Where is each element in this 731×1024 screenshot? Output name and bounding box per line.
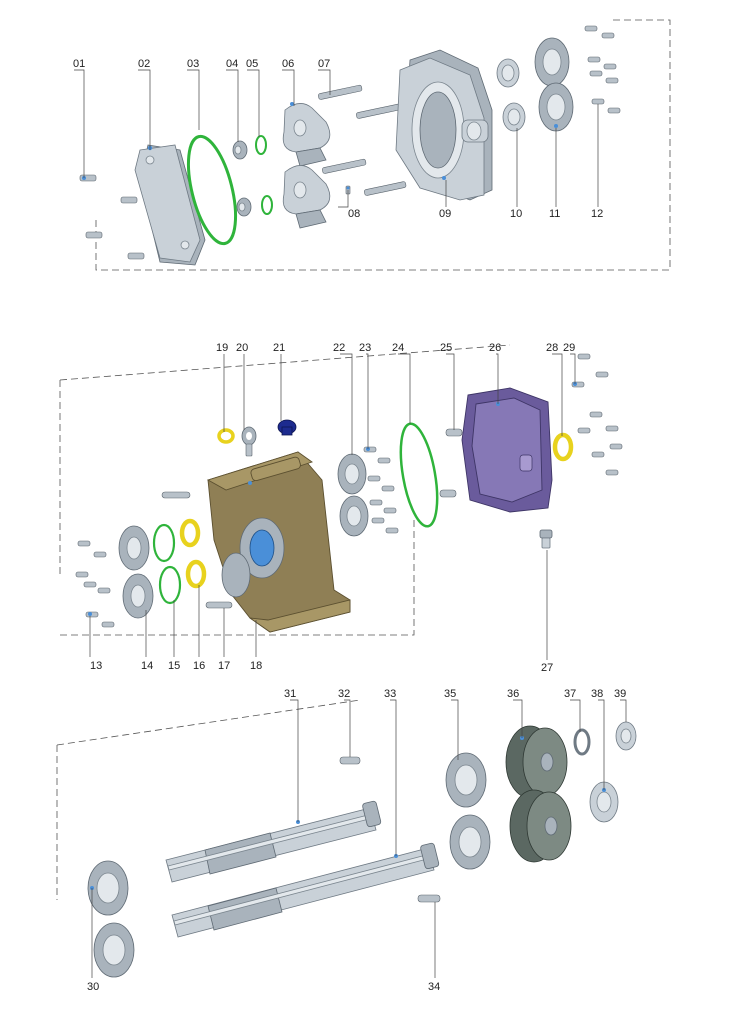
label-33: 33 [384, 688, 396, 700]
label-31: 31 [284, 688, 296, 700]
label-16: 16 [193, 660, 205, 672]
shaft-gear-group [87, 721, 637, 978]
callout-labels: 01 02 03 04 05 06 07 08 09 10 11 12 13 1… [73, 58, 626, 993]
part-20-lifting-eye [241, 426, 257, 457]
part-06-rotors [282, 102, 331, 229]
part-39-shaft-nut [615, 721, 637, 751]
part-07-long-bolts [318, 84, 407, 196]
label-38: 38 [591, 688, 603, 700]
part-09-pump-body [395, 49, 493, 201]
gearbox-group [75, 353, 623, 633]
label-07: 07 [318, 58, 330, 70]
label-09: 09 [439, 208, 451, 220]
part-11-bearing-flanges [534, 37, 574, 132]
label-26: 26 [489, 342, 501, 354]
assembly-guide-lines [56, 19, 671, 900]
label-15: 15 [168, 660, 180, 672]
part-25-locating-pins [439, 428, 463, 498]
label-35: 35 [444, 688, 456, 700]
label-25: 25 [440, 342, 452, 354]
label-22: 22 [333, 342, 345, 354]
label-21: 21 [273, 342, 285, 354]
label-18: 18 [250, 660, 262, 672]
label-14: 14 [141, 660, 153, 672]
part-19-seal-washer [217, 428, 235, 444]
label-37: 37 [564, 688, 576, 700]
label-36: 36 [507, 688, 519, 700]
part-28-cover-seal [552, 432, 574, 462]
label-04: 04 [226, 58, 238, 70]
part-36-timing-gears [505, 725, 572, 863]
label-02: 02 [138, 58, 150, 70]
label-05: 05 [246, 58, 258, 70]
part-01-cover-bolts [79, 174, 145, 260]
part-38-lock-nut [589, 781, 619, 823]
label-06: 06 [282, 58, 294, 70]
part-24-cover-o-ring [399, 422, 439, 528]
part-18-gearbox-housing [206, 451, 351, 633]
part-13-bolts [75, 540, 115, 628]
part-26-rear-cover [461, 387, 553, 513]
part-10-seal-rings [496, 58, 526, 132]
part-15-o-rings [152, 523, 182, 605]
part-30-front-bearings [87, 860, 135, 978]
label-03: 03 [187, 58, 199, 70]
label-19: 19 [216, 342, 228, 354]
part-17-dowel-pins [161, 491, 233, 609]
part-34-shaft-key [417, 894, 441, 903]
part-27-drain-plug [539, 529, 553, 549]
label-29: 29 [563, 342, 575, 354]
label-27: 27 [541, 662, 553, 674]
label-20: 20 [236, 342, 248, 354]
label-17: 17 [218, 660, 230, 672]
label-30: 30 [87, 981, 99, 993]
part-05-rotor-o-rings [255, 135, 273, 215]
part-12-flange-bolts [584, 25, 621, 114]
part-03-cover-o-ring [186, 134, 238, 246]
label-08: 08 [348, 208, 360, 220]
label-23: 23 [359, 342, 371, 354]
part-04-rotor-nuts [232, 140, 252, 217]
part-21-breather-cap [277, 419, 297, 436]
part-22-bearing-caps [337, 453, 369, 537]
label-11: 11 [549, 208, 560, 220]
part-23-cap-bolts [363, 446, 399, 534]
part-33-driven-shaft [171, 842, 440, 938]
label-28: 28 [546, 342, 558, 354]
label-12: 12 [591, 208, 603, 220]
label-01: 01 [73, 58, 85, 70]
label-32: 32 [338, 688, 350, 700]
label-39: 39 [614, 688, 626, 700]
label-34: 34 [428, 981, 440, 993]
part-16-oil-seals [179, 518, 207, 589]
label-24: 24 [392, 342, 404, 354]
part-29-cover-bolts [571, 353, 623, 476]
part-14-seal-flanges [118, 525, 154, 619]
callout-leaders [74, 69, 627, 978]
pump-head-group [79, 25, 621, 266]
part-32-shaft-key [339, 756, 361, 765]
part-31-drive-shaft [165, 800, 382, 883]
part-37-lock-washer [573, 728, 591, 756]
label-10: 10 [510, 208, 522, 220]
part-02-front-cover [134, 144, 206, 266]
label-13: 13 [90, 660, 102, 672]
part-35-rear-bearings [445, 752, 491, 870]
